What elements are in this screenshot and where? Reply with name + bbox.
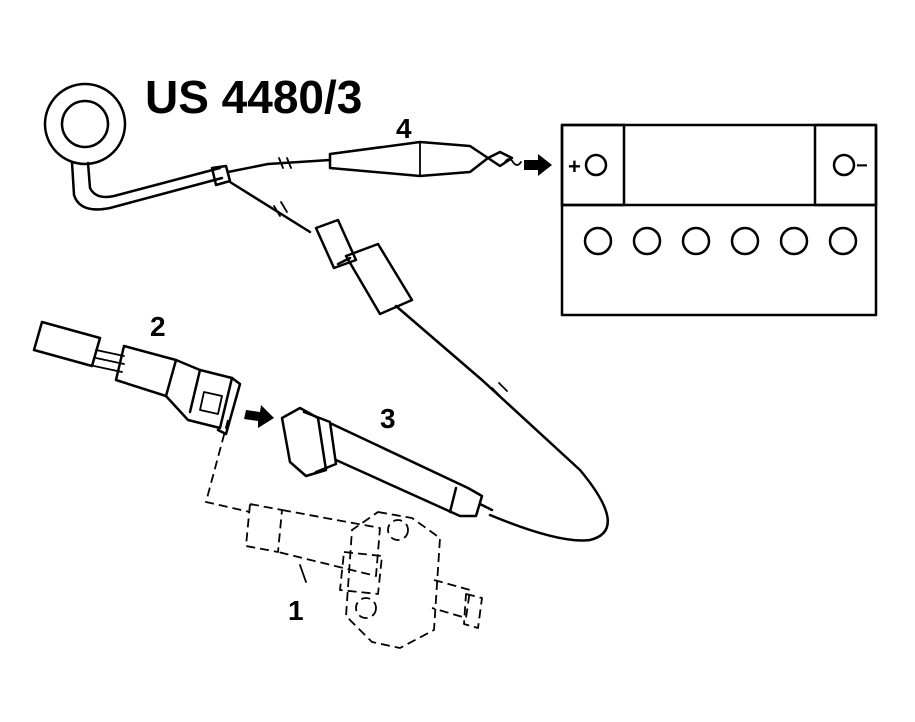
arrow-into-plug-icon	[244, 405, 274, 428]
test-plug	[280, 406, 494, 518]
positive-terminal-sign: +	[568, 154, 581, 179]
callout-3: 3	[380, 403, 396, 434]
battery-cell-caps	[583, 226, 858, 256]
arrow-to-positive-icon	[524, 154, 552, 176]
valve-component	[205, 419, 483, 649]
tool-label: US 4480/3	[145, 71, 362, 123]
lead-to-battery-clip	[226, 140, 552, 178]
positive-terminal-icon	[584, 153, 608, 177]
battery: + −	[560, 123, 878, 317]
negative-terminal-sign: −	[856, 155, 868, 177]
harness-connector	[32, 320, 274, 436]
negative-terminal-icon	[832, 153, 856, 177]
callout-1: 1	[288, 595, 304, 626]
lead-to-test-plug	[228, 180, 610, 542]
callout-2: 2	[150, 311, 166, 342]
callout-4: 4	[396, 113, 412, 144]
